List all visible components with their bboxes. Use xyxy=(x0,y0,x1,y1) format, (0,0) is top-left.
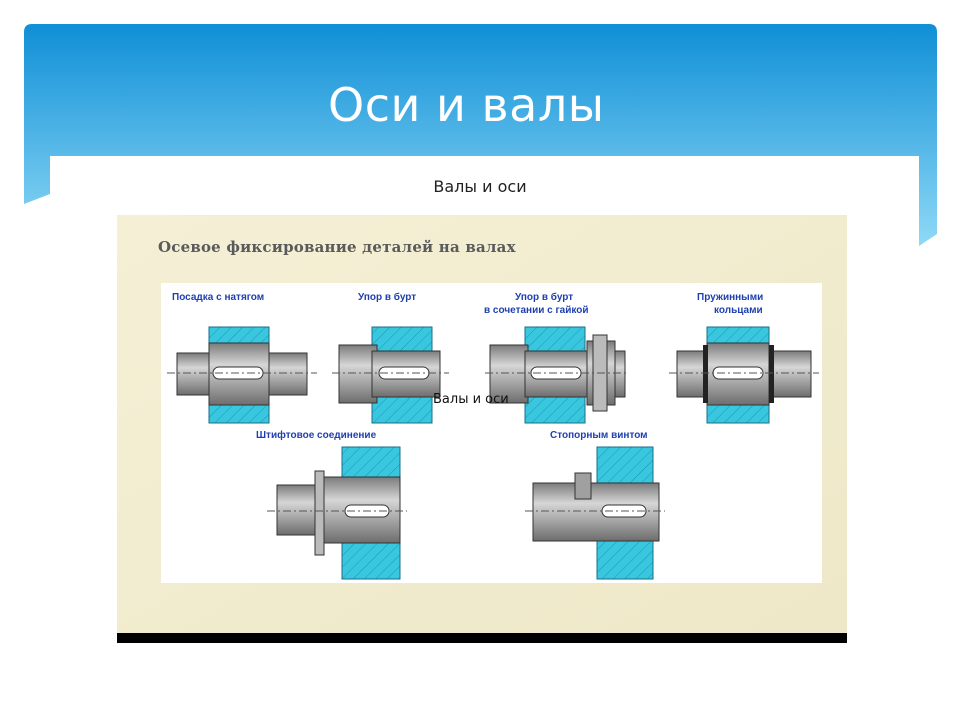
label-shoulder-nut-1: Упор в бурт xyxy=(515,292,574,303)
title-banner xyxy=(24,24,937,246)
label-shoulder-nut-2: в сочетании с гайкой xyxy=(484,305,589,316)
spring-rings-assembly xyxy=(669,326,819,424)
label-shoulder: Упор в бурт xyxy=(358,292,417,303)
figure-caption: Валы и оси xyxy=(433,177,527,196)
shaft-fixing-diagram xyxy=(117,215,847,643)
label-set-screw: Стопорным винтом xyxy=(550,430,648,441)
interference-fit-assembly xyxy=(167,326,317,424)
shoulder-assembly xyxy=(332,326,449,424)
pin-assembly xyxy=(267,446,407,580)
diagram-heading: Осевое фиксирование деталей на валах xyxy=(158,238,516,256)
label-rings-2: кольцами xyxy=(714,305,763,316)
shoulder-nut-assembly xyxy=(485,326,629,424)
label-interference-fit: Посадка с натягом xyxy=(172,292,265,303)
label-pin: Штифтовое соединение xyxy=(256,430,377,441)
set-screw-assembly xyxy=(525,446,665,580)
content-card xyxy=(50,156,918,186)
overlay-caption: Валы и оси xyxy=(433,392,509,407)
label-rings-1: Пружинными xyxy=(697,292,764,303)
slide-title: Оси и валы xyxy=(328,78,605,132)
